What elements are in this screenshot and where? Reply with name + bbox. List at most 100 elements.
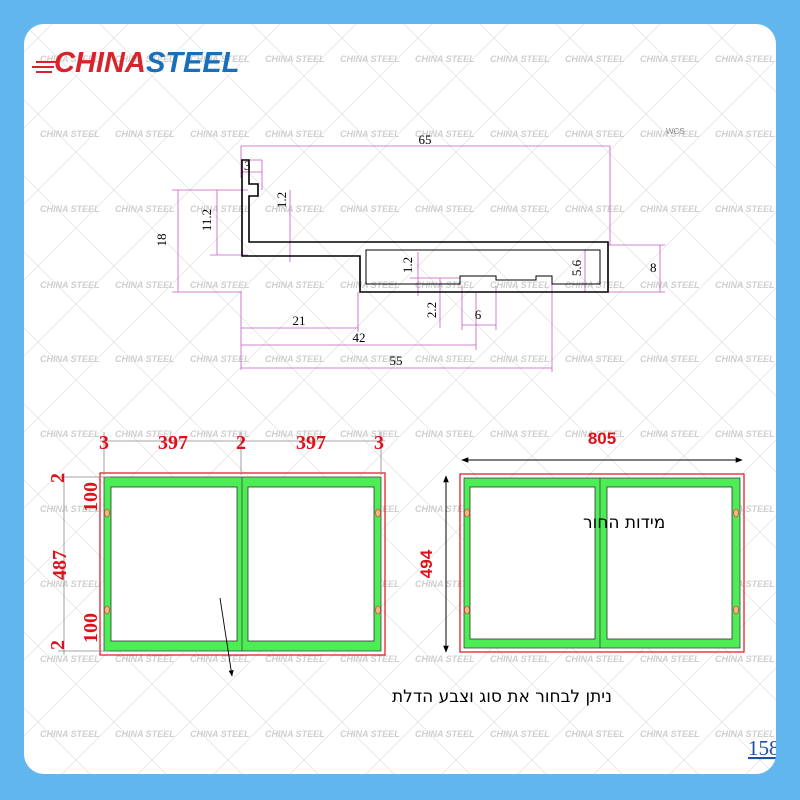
dim-18: 18	[154, 234, 169, 247]
watermark-text: CHINA STEEL	[715, 280, 775, 290]
watermark-text: CHINA STEEL	[490, 129, 550, 139]
watermark-text: CHINA STEEL	[640, 280, 700, 290]
sku-link[interactable]: מק"ט 158510-2	[748, 736, 776, 760]
watermark-text: CHINA STEEL	[565, 280, 625, 290]
watermark-text: CHINA STEEL	[640, 429, 700, 439]
left-caption: ניתן לבחור את סוג וצבע הדלת	[392, 687, 612, 707]
watermark-text: CHINA STEEL	[265, 129, 325, 139]
watermark-text: CHINA STEEL	[265, 654, 325, 664]
dim-3: 3	[244, 158, 251, 173]
watermark-text: CHINA STEEL	[340, 429, 400, 439]
watermark-text: CHINA STEEL	[715, 354, 775, 364]
watermark-text: CHINA STEEL	[490, 54, 550, 64]
watermark-text: CHINA STEEL	[715, 54, 775, 64]
watermark-text: CHINA STEEL	[640, 654, 700, 664]
watermark-text: CHINA STEEL	[490, 729, 550, 739]
watermark-text: CHINA STEEL	[115, 280, 175, 290]
watermark-text: CHINA STEEL	[490, 429, 550, 439]
watermark-text: CHINA STEEL	[490, 654, 550, 664]
watermark-text: CHINA STEEL	[40, 129, 100, 139]
watermark-text: CHINA STEEL	[190, 129, 250, 139]
watermark-text: CHINA STEEL	[115, 54, 175, 64]
dim-1-2-top: 1.2	[274, 192, 289, 208]
dim-2-2: 2.2	[424, 302, 439, 318]
watermark-text: CHINA STEEL	[265, 729, 325, 739]
profile-section: 65 3 1.2 11.2 18 1.2 5.6 8 2.2 6 21 42 5…	[154, 132, 665, 372]
watermark-text: CHINA STEEL	[40, 579, 100, 589]
watermark-text: CHINA STEEL	[715, 129, 775, 139]
watermark-text: CHINA STEEL	[115, 729, 175, 739]
watermark-text: CHINA STEEL	[415, 54, 475, 64]
left-panel-1	[110, 486, 238, 642]
left-top-dim-1: 3	[99, 432, 109, 454]
watermark-text: CHINA STEEL	[40, 354, 100, 364]
left-window: 3 397 2 397 3 2 100 487 100 2 ניתן לבחור…	[47, 432, 612, 707]
watermark-text: CHINA STEEL	[115, 654, 175, 664]
watermark-text: CHINA STEEL	[40, 654, 100, 664]
watermark-text: CHINA STEEL	[265, 354, 325, 364]
watermark-text: CHINA STEEL	[565, 204, 625, 214]
watermark-text: CHINA STEEL	[640, 729, 700, 739]
dimension-lines	[172, 145, 665, 372]
watermark-text: CHINA STEEL	[190, 280, 250, 290]
watermark-text: CHINA STEEL	[40, 504, 100, 514]
watermark-text: CHINA STEEL	[565, 654, 625, 664]
left-top-dim-2: 397	[158, 432, 188, 454]
watermark-text: CHINA STEEL	[415, 280, 475, 290]
watermark-text: CHINA STEEL	[415, 729, 475, 739]
left-top-dim-3: 2	[236, 432, 246, 454]
left-side-dim-2: 100	[80, 482, 102, 512]
dim-42: 42	[353, 330, 366, 345]
right-panel-2	[606, 486, 733, 640]
right-hinges	[464, 508, 739, 615]
watermark-text: CHINA STEEL	[565, 54, 625, 64]
watermark-text: CHINA STEEL	[190, 729, 250, 739]
watermark-text: CHINA STEEL	[715, 504, 775, 514]
product-card: CHINA STEEL CHINA STEEL CHINA STEEL CHINA S…	[24, 24, 776, 774]
watermark-text: CHINA STEEL	[190, 429, 250, 439]
caption-pointer	[219, 597, 234, 677]
watermark-text: CHINA STEEL	[190, 204, 250, 214]
watermark-text: CHINA STEEL	[190, 54, 250, 64]
watermark-text: CHINA STEEL	[415, 429, 475, 439]
dim-6: 6	[475, 307, 482, 322]
watermark-text: CHINA STEEL	[115, 354, 175, 364]
watermark-text: CHINA STEEL	[490, 280, 550, 290]
dim-8: 8	[650, 260, 657, 275]
profile-outline	[241, 159, 609, 293]
watermark-text: CHINA STEEL	[715, 729, 775, 739]
right-caption: מידות החור	[583, 513, 665, 533]
watermark-text: CHINA STEEL	[490, 204, 550, 214]
watermark-text: CHINA STEEL	[190, 354, 250, 364]
watermark-text: CHINA STEEL	[265, 204, 325, 214]
watermark-text: CHINA STEEL	[40, 54, 100, 64]
right-outer-frame	[459, 473, 745, 653]
watermark-text: CHINA STEEL	[715, 654, 775, 664]
watermark-text: CHINA STEEL	[565, 729, 625, 739]
dim-65: 65	[419, 132, 432, 147]
watermark-text: CHINA STEEL	[340, 729, 400, 739]
watermark-text: CHINA STEEL	[640, 54, 700, 64]
watermark-text: CHINA STEEL	[415, 354, 475, 364]
watermark-text: CHINA STEEL	[565, 129, 625, 139]
watermark-text: CHINA STEEL	[340, 654, 400, 664]
right-width-dim: 805	[588, 429, 616, 448]
technical-drawing: CHINA STEEL CHINA STEEL CHINA STEEL CHINA S…	[24, 24, 776, 774]
watermark-text: CHINA STEEL	[640, 354, 700, 364]
watermark-text: CHINA STEEL	[565, 354, 625, 364]
watermark-text: CHINA STEEL	[640, 129, 700, 139]
watermark-text: CHINA STEEL	[40, 204, 100, 214]
left-side-dim-5: 2	[47, 640, 69, 650]
dim-11-2: 11.2	[199, 209, 214, 231]
watermark-text: CHINA STEEL	[415, 129, 475, 139]
watermark-text: CHINA STEEL	[190, 654, 250, 664]
left-side-dim-1: 2	[47, 473, 69, 483]
left-panel-2	[247, 486, 375, 642]
watermark-text: CHINA STEEL	[115, 429, 175, 439]
watermark-text: CHINA STEEL	[340, 54, 400, 64]
right-panel-1	[469, 486, 596, 640]
watermark-text: CHINA STEEL	[340, 280, 400, 290]
brand-logo: CHINA STEEL	[32, 47, 239, 79]
dim-5-6: 5.6	[569, 259, 584, 276]
watermark-text: CHINA STEEL	[265, 429, 325, 439]
